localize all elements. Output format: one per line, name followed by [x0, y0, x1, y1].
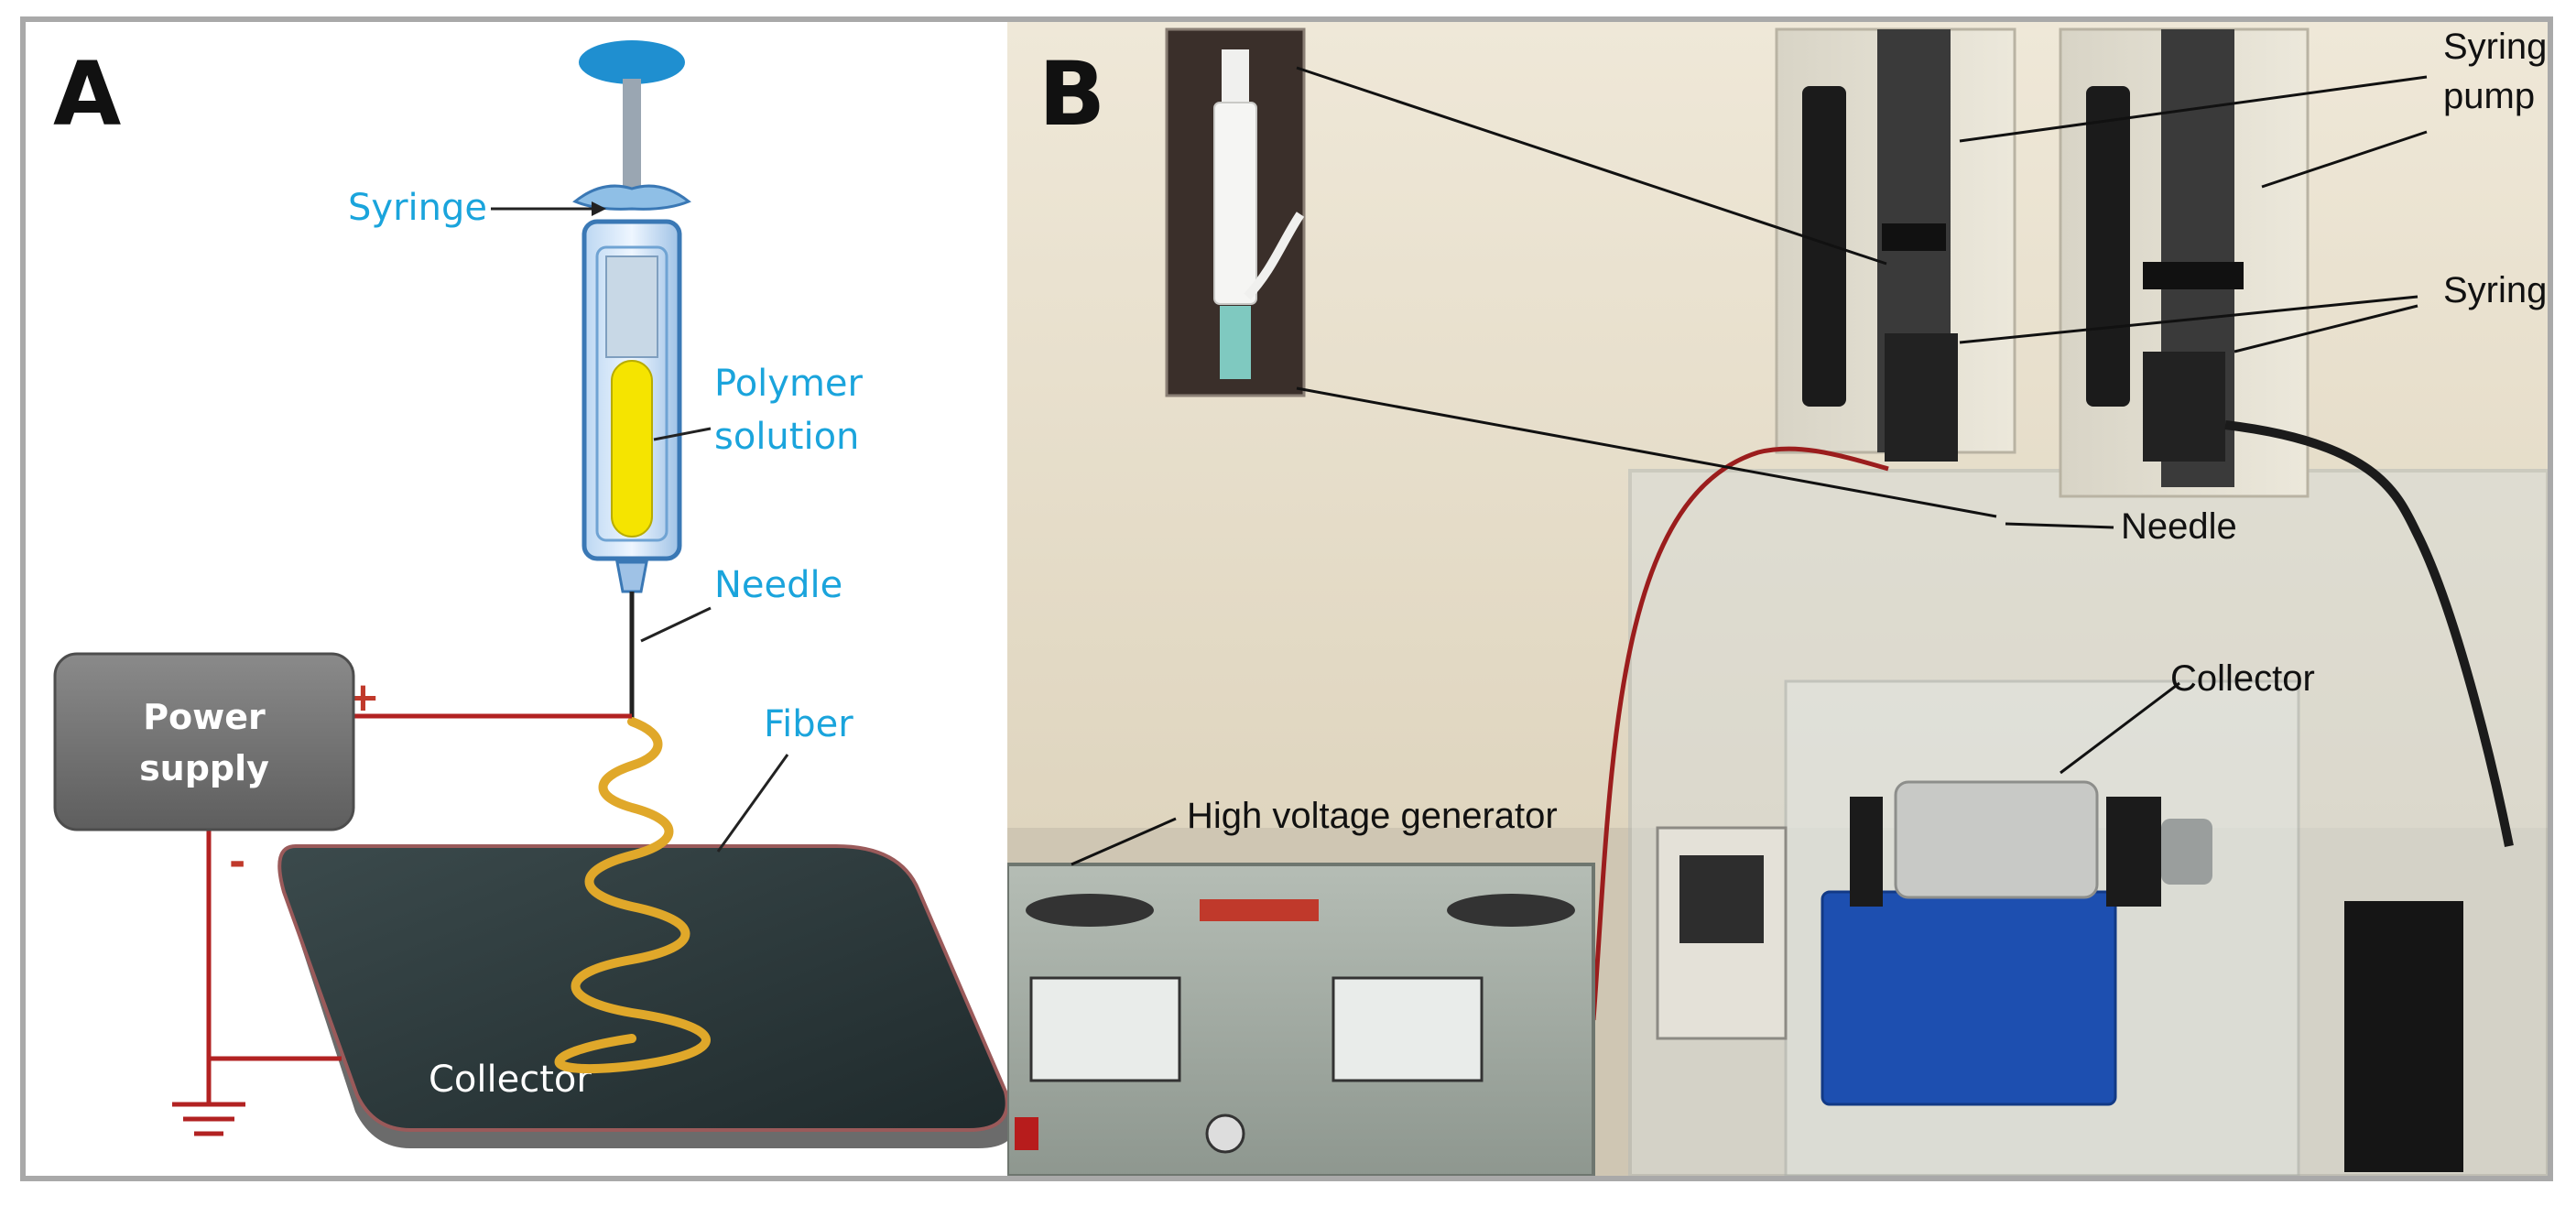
generator-vent-right	[1447, 894, 1575, 927]
inset-barrel	[1213, 102, 1257, 305]
collector-shaft-coupler	[2161, 819, 2212, 885]
generator-knob	[1205, 1114, 1245, 1154]
pump-2-holder	[2143, 352, 2225, 462]
needle-hub	[615, 560, 648, 593]
high-voltage-generator	[1007, 863, 1595, 1176]
polymer-label-line2: solution	[714, 416, 859, 458]
syringe-inset	[1165, 27, 1306, 397]
circuit-wires	[172, 713, 632, 1136]
collector-base	[1821, 890, 2117, 1106]
syringe-illustration	[572, 40, 691, 722]
collector-plate: Collector	[277, 844, 1007, 1148]
inset-tubing	[1244, 212, 1305, 300]
speed-controller	[2344, 901, 2463, 1172]
panel-b-photo: B Syringe pump Syringe Needle Collector …	[1007, 22, 2548, 1176]
inset-leader-bottom	[1296, 386, 1997, 518]
fiber-path	[554, 717, 711, 1074]
syringe-pump-leader-1	[1959, 75, 2428, 143]
syringe-leader-1	[1959, 295, 2418, 344]
syringe-pump-1	[1775, 27, 2016, 462]
pump-2-panel	[2086, 86, 2130, 407]
photo-leader-lines	[1071, 66, 2428, 866]
finger-flange	[572, 184, 691, 211]
collector-motor-left	[1850, 797, 1883, 907]
plunger-cap	[579, 40, 685, 84]
polymer-solution	[611, 360, 653, 538]
panel-b-letter: B	[1038, 43, 1105, 146]
inset-leader-top	[1296, 66, 1887, 266]
syringe-pump-2	[2059, 27, 2310, 498]
panel-a-letter: A	[53, 43, 121, 146]
power-supply-body	[53, 652, 355, 831]
needle-label: Needle	[2121, 506, 2237, 547]
collector-motor-right	[2106, 797, 2161, 907]
syringe-label: Syringe	[348, 187, 487, 229]
polymer-leader	[653, 427, 712, 441]
photo-svg: B Syringe pump Syringe Needle Collector …	[1007, 22, 2548, 1176]
power-supply-label-line2: supply	[139, 748, 269, 788]
pump-2-clamp	[2143, 262, 2244, 289]
fiber-leader	[716, 754, 789, 853]
power-cable	[2224, 420, 2514, 847]
fiber-spiral	[554, 717, 711, 1074]
current-meter	[1331, 976, 1484, 1082]
generator-switch	[1015, 1117, 1038, 1150]
barrel-inner	[595, 245, 668, 542]
figure-frame: A Collector	[20, 16, 2553, 1181]
syringe-pump-leader-2	[2261, 130, 2428, 189]
voltage-meter	[1029, 976, 1181, 1082]
power-supply-box: Power supply	[53, 652, 355, 831]
syringe-leader-2	[2234, 304, 2418, 353]
pump-1-clamp	[1882, 223, 1946, 251]
fiber-label: Fiber	[764, 703, 853, 745]
plunger-rod	[623, 79, 641, 189]
generator-vent-left	[1026, 894, 1154, 927]
generator-warning-label	[1200, 899, 1319, 921]
minus-sign: -	[229, 839, 245, 885]
needle-leader	[640, 606, 712, 643]
needle-leader	[2005, 522, 2114, 529]
inset-needle	[1220, 306, 1251, 379]
polymer-label-line1: Polymer	[714, 363, 864, 405]
pump-1-panel	[1802, 86, 1846, 407]
inset-plunger	[1222, 49, 1249, 104]
pump-1-holder	[1885, 333, 1958, 462]
plunger-rubber	[605, 255, 658, 358]
generator-leader	[1071, 817, 1177, 866]
controller-display	[1679, 855, 1764, 943]
high-voltage-cable	[1591, 446, 1889, 1021]
collector-leader	[2060, 681, 2180, 775]
needle-label: Needle	[714, 564, 842, 606]
collector-drum	[1894, 780, 2099, 899]
syringe-label: Syringe	[2443, 270, 2548, 310]
collector-label: Collector	[2170, 658, 2315, 699]
rotating-collector	[1821, 780, 2212, 1106]
syringe-arrowhead	[592, 201, 606, 216]
syringe-pump-label-line1: Syringe	[2443, 27, 2548, 67]
plate-surface	[277, 844, 1007, 1132]
schematic-svg: A Collector	[53, 40, 1007, 1148]
high-voltage-generator-label: High voltage generator	[1187, 796, 1558, 836]
panel-a-schematic: A Collector	[26, 22, 1007, 1176]
syringe-pump-label-line2: pump	[2443, 76, 2535, 116]
power-supply-label-line1: Power	[143, 697, 266, 737]
